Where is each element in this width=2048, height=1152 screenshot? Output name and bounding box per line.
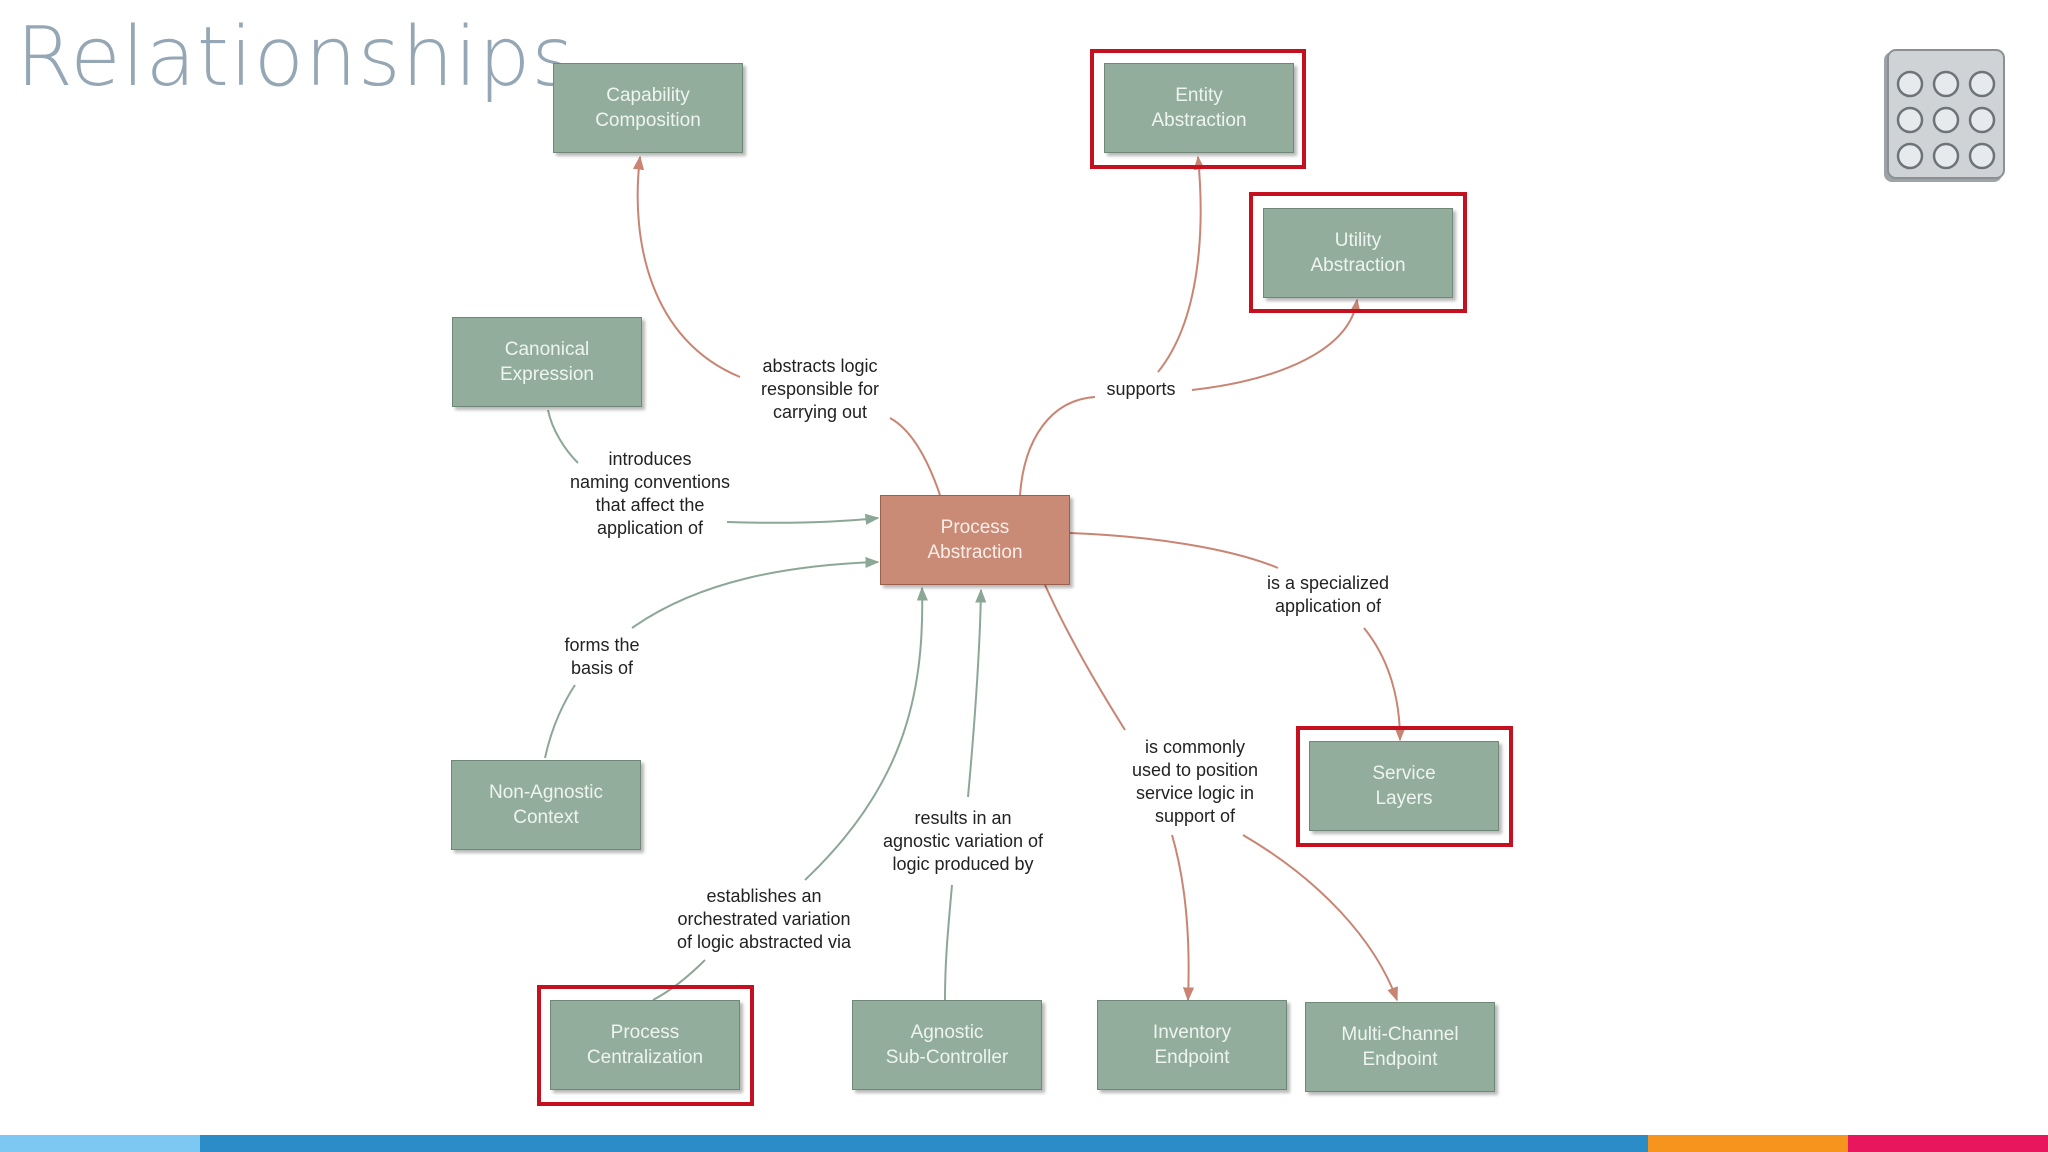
label-specialized: is a specialized application of bbox=[1266, 573, 1390, 616]
node-process-abstraction: Process Abstraction bbox=[880, 495, 1070, 585]
label-results-in: results in an agnostic variation of logi… bbox=[882, 808, 1044, 874]
highlight-process-centralization bbox=[537, 985, 754, 1106]
arrow-results bbox=[967, 588, 987, 798]
arrow-forms-basis bbox=[631, 556, 880, 629]
arrow-specialized-tail bbox=[1069, 532, 1279, 569]
arrow-establishes-tail bbox=[652, 959, 706, 1001]
arrow-introduces-tail bbox=[547, 409, 579, 464]
arrow-introduces bbox=[726, 513, 880, 525]
node-non-agnostic-context: Non-Agnostic Context bbox=[451, 760, 641, 850]
label-introduces: introduces naming conventions that affec… bbox=[569, 449, 731, 538]
node-capability-composition: Capability Composition bbox=[553, 63, 743, 153]
node-agnostic-sub-controller: Agnostic Sub-Controller bbox=[852, 1000, 1042, 1090]
footer-bar-pink bbox=[1848, 1135, 2048, 1152]
arrow-commonly-tail bbox=[1044, 584, 1126, 731]
node-utility-abstraction: Utility Abstraction bbox=[1263, 208, 1453, 298]
arrow-supports-utility bbox=[1191, 298, 1361, 391]
node-entity-abstraction: Entity Abstraction bbox=[1104, 63, 1294, 153]
node-inventory-endpoint: Inventory Endpoint bbox=[1097, 1000, 1287, 1090]
arrow-abstracts-logic-tail bbox=[889, 417, 941, 496]
pill-blister-icon bbox=[1884, 49, 2005, 182]
footer-bar-blue bbox=[200, 1135, 1648, 1152]
highlight-entity-abstraction bbox=[1090, 49, 1306, 169]
node-process-centralization: Process Centralization bbox=[550, 1000, 740, 1090]
label-supports: supports bbox=[1106, 379, 1176, 399]
footer-bar-orange bbox=[1648, 1135, 1848, 1152]
label-establishes: establishes an orchestrated variation of… bbox=[676, 886, 852, 952]
arrow-establishes bbox=[804, 586, 928, 881]
label-forms-basis: forms the basis of bbox=[564, 635, 640, 678]
slide-title: Relationships bbox=[16, 10, 576, 105]
label-abstracts-logic: abstracts logic responsible for carrying… bbox=[760, 356, 880, 422]
highlight-utility-abstraction bbox=[1249, 192, 1467, 313]
arrow-abstracts-logic bbox=[632, 155, 741, 378]
node-multi-channel-endpoint: Multi-Channel Endpoint bbox=[1305, 1002, 1495, 1092]
arrow-commonly-multichannel bbox=[1242, 834, 1398, 1002]
arrow-forms-basis-tail bbox=[544, 684, 576, 759]
arrow-supports-entity bbox=[1157, 155, 1205, 373]
arrow-supports-tail bbox=[1019, 396, 1096, 496]
arrow-specialized bbox=[1363, 627, 1406, 742]
footer-bar-light-blue bbox=[0, 1135, 200, 1152]
arrow-results-tail bbox=[944, 884, 953, 1001]
arrow-commonly-inventory bbox=[1171, 834, 1195, 1002]
label-commonly-used: is commonly used to position service log… bbox=[1131, 737, 1259, 826]
node-service-layers: Service Layers bbox=[1309, 741, 1499, 831]
node-canonical-expression: Canonical Expression bbox=[452, 317, 642, 407]
highlight-service-layers bbox=[1296, 726, 1513, 847]
